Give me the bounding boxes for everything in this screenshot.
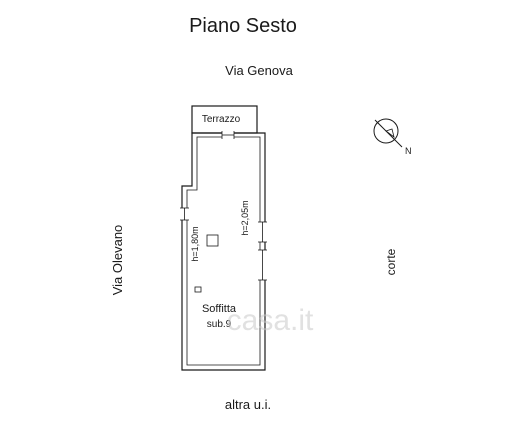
watermark: casa.it [227,304,314,337]
courtyard-label: corte [384,248,398,275]
north-label: N [405,146,412,156]
height-left: h=1,80m [190,226,200,261]
street-label-left: Via Olevano [110,225,125,296]
street-label-top: Via Genova [225,63,293,78]
left-window [180,207,189,221]
north-arrow-icon: N [373,118,412,156]
right-window-lower [258,249,267,281]
attic-room: h=1,80m h=2,05m Soffitta sub.9 [180,131,267,371]
height-right: h=2,05m [240,200,250,235]
plan-title: Piano Sesto [189,15,297,37]
chimney-square [206,234,219,247]
terrace-label: Terrazzo [202,114,241,125]
room-sub: sub.9 [207,319,232,330]
terrace-door [221,131,235,139]
room-name: Soffitta [202,303,237,315]
adjacent-unit-label: altra u.i. [225,397,271,412]
terrace: Terrazzo [191,105,258,134]
right-window-upper [258,221,267,243]
small-vent [194,286,202,293]
